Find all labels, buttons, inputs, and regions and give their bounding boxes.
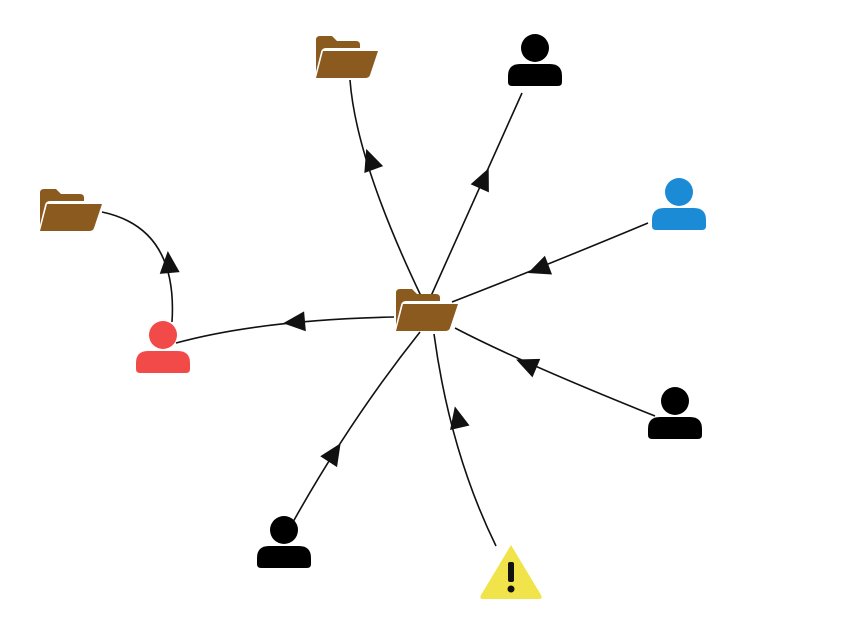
arrowhead-user-blue-to-center (527, 255, 553, 275)
arrowhead-user-bottom-left-to-center (320, 443, 341, 468)
arrowhead-user-right-to-center (516, 358, 541, 378)
arrowhead-center-to-user-red (283, 311, 306, 332)
edges-layer (101, 79, 656, 547)
user-bottom-left-icon[interactable] (257, 516, 311, 568)
edge-center-to-user-top (430, 92, 523, 297)
user-red-icon[interactable] (136, 321, 190, 373)
warning-exclamation-bar (508, 562, 514, 582)
edge-user-right-to-center (454, 327, 656, 417)
center-folder-icon[interactable] (396, 289, 458, 331)
edge-center-to-top-folder (349, 79, 422, 297)
arrowhead-center-to-top-folder (364, 148, 384, 173)
warning-exclamation-dot (507, 585, 515, 593)
edge-warning-to-center (433, 333, 497, 547)
nodes-layer (40, 34, 706, 599)
edge-center-to-user-red (175, 316, 395, 344)
arrowhead-center-to-user-top (470, 168, 489, 193)
left-folder-icon[interactable] (40, 189, 102, 231)
user-blue-icon[interactable] (652, 178, 706, 230)
arrowheads-layer (159, 148, 553, 468)
top-folder-icon[interactable] (316, 36, 378, 78)
arrowhead-warning-to-center (450, 406, 470, 431)
arrowhead-user-red-to-left-folder (159, 251, 180, 274)
user-right-icon[interactable] (648, 387, 702, 439)
edge-user-bottom-left-to-center (292, 331, 421, 523)
edge-user-red-to-left-folder (101, 211, 174, 323)
user-top-icon[interactable] (508, 34, 562, 86)
warning-icon[interactable] (480, 545, 542, 599)
edge-user-blue-to-center (451, 222, 649, 303)
